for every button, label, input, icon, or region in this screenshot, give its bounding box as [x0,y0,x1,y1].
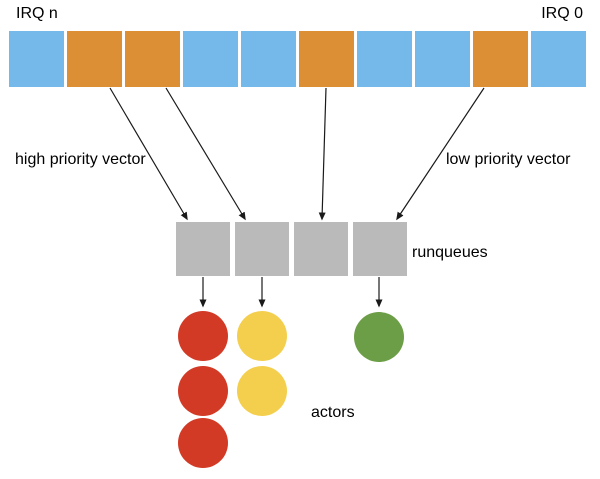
arrow-irq-2-to-runqueue-1 [165,87,246,221]
irq-cell-4-blue [241,31,296,87]
actor-circle-green-2 [354,312,404,362]
runqueue-cell-1 [235,222,289,276]
irq-cell-3-blue [183,31,238,87]
runqueue-cell-2 [294,222,348,276]
irq-0-label: IRQ 0 [541,5,583,22]
irq-cell-6-blue [357,31,412,87]
runqueues-label: runqueues [412,244,488,261]
low-priority-vector-label: low priority vector [446,151,571,168]
irq-cell-7-blue [415,31,470,87]
runqueue-cell-3 [353,222,407,276]
irq-cell-5-orange [299,31,354,87]
runqueue-row [176,222,407,276]
actor-circle-red-5 [178,418,228,468]
irq-cell-8-orange [473,31,528,87]
actors-label: actors [311,404,355,421]
irq-cell-9-blue [531,31,586,87]
irq-cell-2-orange [125,31,180,87]
actor-circle-yellow-1 [237,311,287,361]
high-priority-vector-label: high priority vector [15,151,146,168]
arrow-irq-5-to-runqueue-2 [318,87,327,221]
irq-row [9,31,586,87]
actor-circle-red-3 [178,366,228,416]
actor-circle-red-0 [178,311,228,361]
irq-cell-0-blue [9,31,64,87]
runqueue-cell-0 [176,222,230,276]
irq-n-label: IRQ n [16,5,58,22]
irq-cell-1-orange [67,31,122,87]
actor-circle-yellow-4 [237,366,287,416]
